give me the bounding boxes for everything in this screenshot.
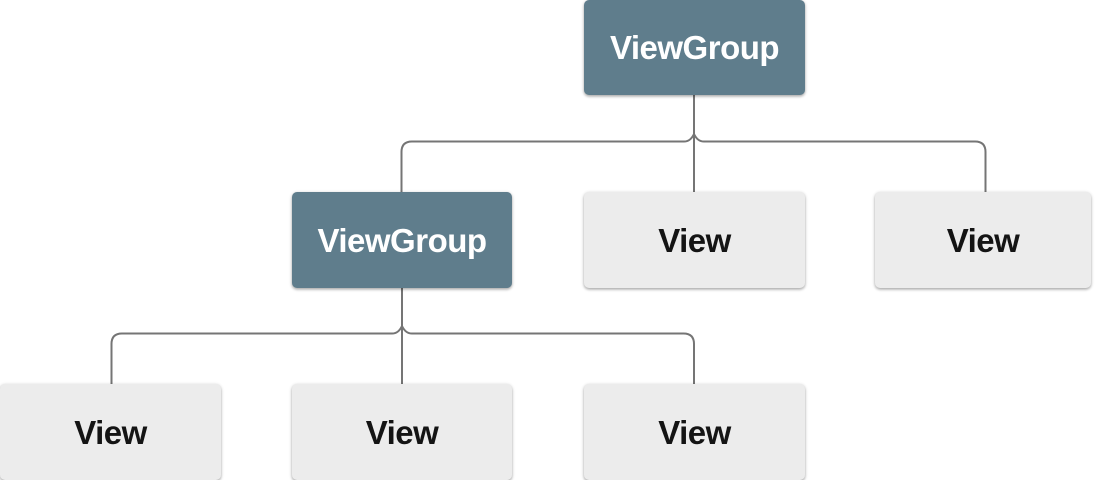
node-child-view-middle: View xyxy=(584,192,805,288)
node-child-viewgroup: ViewGroup xyxy=(292,192,512,288)
node-root-viewgroup: ViewGroup xyxy=(584,0,805,95)
node-grandchild-view-middle: View xyxy=(292,384,512,480)
edge-root-child1-child3 xyxy=(400,131,987,193)
node-grandchild-view-left: View xyxy=(0,384,221,480)
edge-child1-grandchild1-grandchild3 xyxy=(110,323,695,385)
node-grandchild-view-right: View xyxy=(584,384,805,480)
node-child-view-right: View xyxy=(875,192,1091,288)
